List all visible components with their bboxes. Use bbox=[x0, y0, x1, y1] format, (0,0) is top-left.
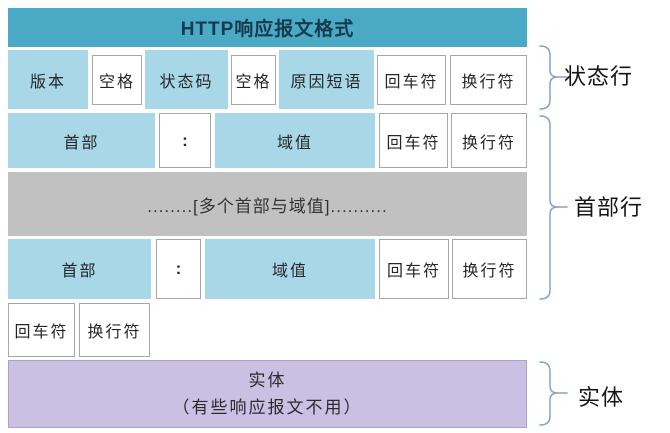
more-headers-row: ........[多个首部与域值].......... bbox=[8, 172, 527, 236]
cell-value-1: 域值 bbox=[215, 113, 375, 168]
cell-colon-1: : bbox=[159, 113, 211, 168]
entity-note: （有些响应报文不用） bbox=[172, 398, 363, 417]
header-lines-brace bbox=[539, 115, 568, 300]
cell-cr-blank: 回车符 bbox=[8, 303, 75, 357]
cell-colon-2: : bbox=[156, 239, 201, 299]
cell-lf-status: 换行符 bbox=[450, 55, 527, 105]
diagram-title: HTTP响应报文格式 bbox=[8, 8, 527, 47]
cell-cr-status: 回车符 bbox=[377, 55, 446, 105]
cell-lf-header-1: 换行符 bbox=[451, 113, 527, 168]
cell-cr-header-2: 回车符 bbox=[379, 239, 449, 299]
cell-header-2: 首部 bbox=[8, 239, 151, 299]
entity-title: 实体 bbox=[248, 371, 287, 390]
cell-lf-blank: 换行符 bbox=[79, 303, 150, 357]
status-line-label: 状态行 bbox=[564, 64, 634, 89]
cell-version: 版本 bbox=[8, 50, 88, 109]
cell-lf-header-2: 换行符 bbox=[452, 239, 527, 299]
entity-row: 实体 （有些响应报文不用） bbox=[8, 360, 527, 428]
entity-brace bbox=[539, 361, 568, 426]
cell-reason-phrase: 原因短语 bbox=[279, 50, 374, 109]
cell-header-1: 首部 bbox=[8, 113, 155, 168]
cell-cr-header-1: 回车符 bbox=[379, 113, 448, 168]
cell-space-1: 空格 bbox=[92, 55, 142, 105]
status-line-brace bbox=[539, 45, 568, 110]
cell-status-code: 状态码 bbox=[145, 50, 228, 109]
cell-space-2: 空格 bbox=[231, 55, 276, 105]
cell-value-2: 域值 bbox=[205, 239, 375, 299]
header-lines-label: 首部行 bbox=[574, 195, 644, 220]
entity-label: 实体 bbox=[578, 385, 625, 410]
